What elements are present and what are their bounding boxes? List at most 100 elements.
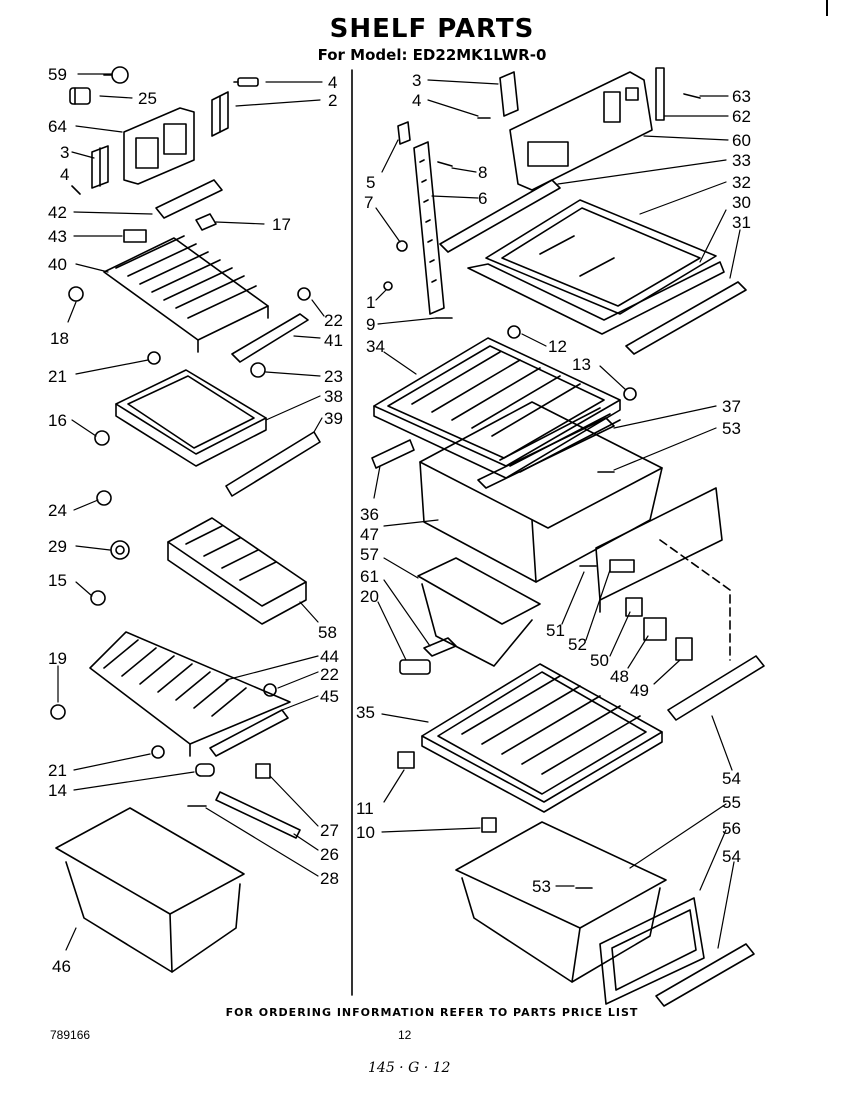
- callout-19: 19: [48, 649, 67, 668]
- bar-part-45: [209, 709, 289, 757]
- support-part-22-lower: [263, 683, 277, 697]
- callout-41: 41: [324, 331, 343, 350]
- support-part-21-lower: [151, 745, 165, 759]
- support-part-16: [94, 430, 110, 446]
- callout-20: 20: [360, 587, 379, 606]
- callout-4: 4: [60, 165, 69, 184]
- callout-27: 27: [320, 821, 339, 840]
- wire-shelf-part-40: [103, 235, 269, 353]
- callout-3: 3: [60, 143, 69, 162]
- callout-22: 22: [324, 311, 343, 330]
- callout-53: 53: [532, 877, 551, 896]
- clip-part-10: [481, 817, 497, 833]
- cover-part-61: [423, 637, 457, 657]
- callout-53: 53: [722, 419, 741, 438]
- assembly-dashed-line: [659, 539, 731, 661]
- callout-5: 5: [366, 173, 375, 192]
- callout-labels: 59 4 25 2 64 3 4 42 17 43 40 18 22 41 21…: [48, 65, 751, 976]
- page-title: SHELF PARTS: [329, 14, 535, 44]
- callout-60: 60: [732, 131, 751, 150]
- clip-part-27: [255, 763, 271, 779]
- callout-64: 64: [48, 117, 67, 136]
- callout-30: 30: [732, 193, 751, 212]
- callout-36: 36: [360, 505, 379, 524]
- callout-48: 48: [610, 667, 629, 686]
- shelf-part-35: [421, 663, 663, 813]
- leader-lines: [57, 73, 741, 951]
- cap-part-29: [110, 540, 130, 560]
- support-part-18: [68, 286, 84, 302]
- callout-24: 24: [48, 501, 67, 520]
- switch-part-50: [625, 597, 643, 617]
- support-part-13: [623, 387, 637, 401]
- bar-part-41: [231, 313, 309, 363]
- callout-12: 12: [548, 337, 567, 356]
- callout-49: 49: [630, 681, 649, 700]
- screw-part-4-small: [71, 185, 81, 195]
- callout-8: 8: [478, 163, 487, 182]
- callout-44: 44: [320, 647, 339, 666]
- callout-16: 16: [48, 411, 67, 430]
- trim-part-31: [625, 281, 747, 355]
- glass-shelf-part-32: [485, 199, 717, 315]
- ice-tray-part-58: [167, 517, 307, 625]
- bracket-part-62: [655, 67, 665, 121]
- screw-part-63: [683, 93, 701, 99]
- clip-part-7: [396, 240, 408, 252]
- cap-part-24: [96, 490, 112, 506]
- bulb-part-59: [103, 66, 129, 84]
- callout-61: 61: [360, 567, 379, 586]
- callout-34: 34: [366, 337, 385, 356]
- callout-15: 15: [48, 571, 67, 590]
- callout-35: 35: [356, 703, 375, 722]
- callout-6: 6: [478, 189, 487, 208]
- support-part-12: [507, 325, 521, 339]
- ordering-note: FOR ORDERING INFORMATION REFER TO PARTS …: [225, 1006, 639, 1019]
- plug-part-14: [195, 763, 215, 777]
- page-number: 12: [398, 1028, 412, 1042]
- callout-45: 45: [320, 687, 339, 706]
- callout-33: 33: [732, 151, 751, 170]
- support-part-19: [50, 704, 66, 720]
- callout-54: 54: [722, 769, 741, 788]
- callout-63: 63: [732, 87, 751, 106]
- clip-part-1: [383, 281, 393, 291]
- rail-part-26: [215, 791, 301, 839]
- callout-11: 11: [356, 799, 374, 818]
- cap-part-15: [90, 590, 106, 606]
- callout-18: 18: [50, 329, 69, 348]
- callout-2: 2: [328, 91, 337, 110]
- light-housing-part-64: [123, 107, 195, 185]
- callout-32: 32: [732, 173, 751, 192]
- crisper-part-47: [419, 401, 663, 583]
- bracket-part-2: [211, 91, 229, 137]
- callout-25: 25: [138, 89, 157, 108]
- callout-52: 52: [568, 635, 587, 654]
- light-housing-part-60: [509, 71, 653, 191]
- callout-39: 39: [324, 409, 343, 428]
- switch-part-48: [643, 617, 667, 641]
- trim-part-33: [439, 179, 561, 253]
- callout-21: 21: [48, 761, 67, 780]
- callout-4: 4: [328, 73, 337, 92]
- bracket-part-3-left: [91, 145, 109, 189]
- corner-mark: [826, 0, 828, 16]
- support-part-23: [250, 362, 266, 378]
- callout-26: 26: [320, 845, 339, 864]
- callout-21: 21: [48, 367, 67, 386]
- callout-7: 7: [364, 193, 373, 212]
- screw-part-4-left: [233, 77, 259, 87]
- drawer-part-57: [417, 557, 541, 667]
- callout-46: 46: [52, 957, 71, 976]
- callout-43: 43: [48, 227, 67, 246]
- callout-31: 31: [732, 213, 751, 232]
- callout-4: 4: [412, 91, 421, 110]
- callout-58: 58: [318, 623, 337, 642]
- hinge-part-43: [123, 229, 147, 243]
- drawer-front-part-52: [595, 487, 723, 613]
- clip-part-17: [195, 213, 217, 231]
- model-subtitle: For Model: ED22MK1LWR-0: [317, 46, 547, 64]
- callout-37: 37: [722, 397, 741, 416]
- callout-23: 23: [324, 367, 343, 386]
- handwritten-code: 145 · G · 12: [368, 1060, 451, 1076]
